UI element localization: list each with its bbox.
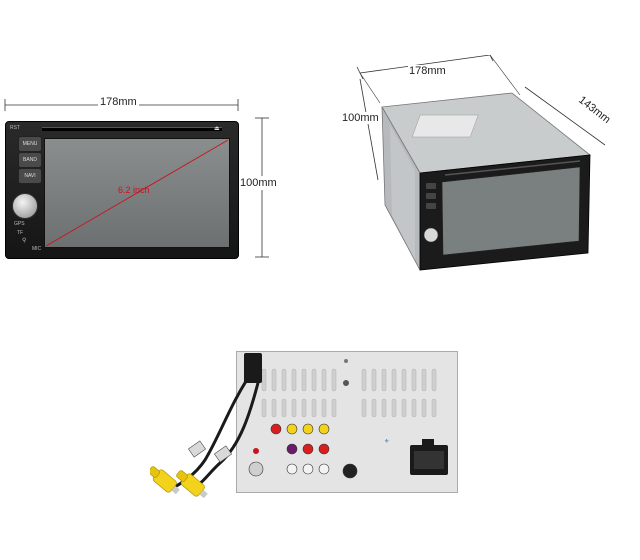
tf-label: TF xyxy=(17,230,24,236)
usb-icon: ⚲ xyxy=(22,238,27,244)
menu-button[interactable]: MENU xyxy=(18,136,42,152)
eject-icon: ⏏ xyxy=(214,126,220,132)
angled-dimension-lines xyxy=(356,55,606,181)
angled-chassis xyxy=(381,92,592,271)
volume-knob[interactable] xyxy=(12,193,38,219)
front-view-panel: 178mm 100mm ⏏ RST MENU BAND NAVI GPS TF … xyxy=(0,85,300,275)
rear-vents xyxy=(261,359,437,418)
angled-width-label: 178mm xyxy=(408,65,447,77)
rst-label: RST xyxy=(10,125,20,131)
gps-label: GPS xyxy=(14,221,25,227)
rca-connector-block: ⚜ xyxy=(248,423,448,479)
rear-view-panel: ⚜ xyxy=(150,345,480,545)
front-unit-body: ⏏ RST MENU BAND NAVI GPS TF ⚲ MIC xyxy=(5,121,239,259)
screen-diagonal xyxy=(45,139,229,247)
front-height-label: 100mm xyxy=(240,176,277,190)
svg-text:⚜: ⚜ xyxy=(384,438,389,445)
camera-cables xyxy=(150,374,262,499)
diagonal-size-label: 6.2 inch xyxy=(118,185,150,195)
mic-label: MIC xyxy=(32,246,42,252)
angled-height-label: 100mm xyxy=(342,112,379,124)
front-width-label: 178mm xyxy=(98,96,139,108)
navi-button[interactable]: NAVI xyxy=(18,168,42,184)
disc-slot xyxy=(42,127,222,131)
angled-view-panel: 178mm 100mm 143mm xyxy=(330,55,640,280)
band-button[interactable]: BAND xyxy=(18,152,42,168)
